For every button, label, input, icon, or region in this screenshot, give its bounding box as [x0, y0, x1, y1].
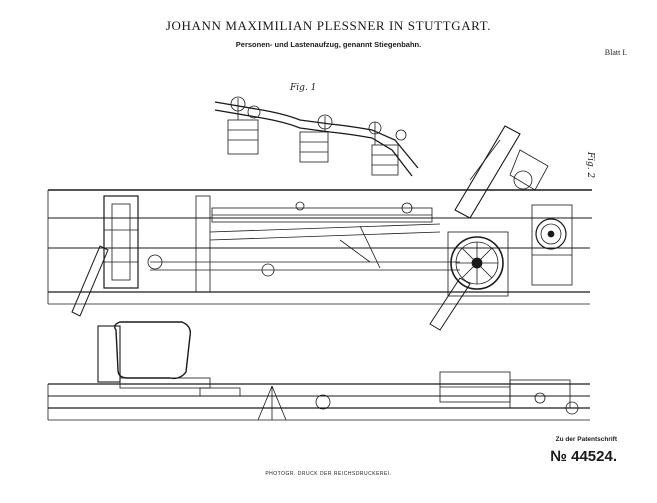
figure-1-label: Fig. 1 [290, 83, 317, 93]
invention-subtitle: Personen- und Lastenaufzug, genannt Stie… [235, 40, 422, 49]
patent-number: № 44524. [550, 448, 617, 465]
sheet-number: Blatt I. [604, 48, 627, 57]
main-frame-elevation [47, 125, 592, 331]
inventor-title: JOHANN MAXIMILIAN PLESSNER IN STUTTGART. [165, 18, 492, 33]
inclined-track-sketch [214, 96, 419, 177]
plan-view [47, 321, 590, 421]
printer-credit: PHOTOGR. DRUCK DER REICHSDRUCKEREI. [265, 471, 392, 477]
patent-reference-label: Zu der Patentschrift [555, 436, 617, 443]
